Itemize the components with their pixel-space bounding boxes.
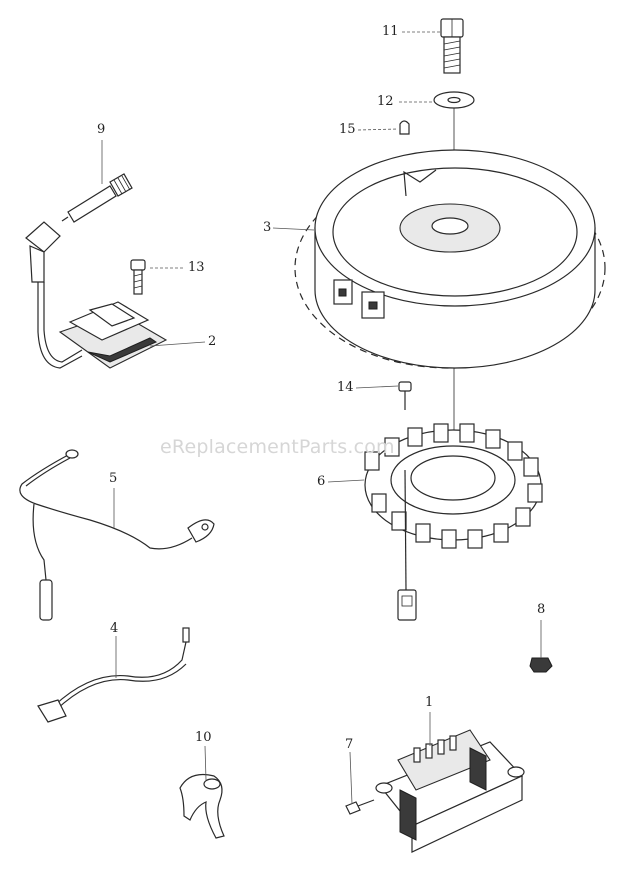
part-15-key — [399, 120, 410, 135]
part-14-screw — [398, 381, 412, 410]
callout-9: 9 — [97, 122, 106, 137]
callout-5: 5 — [109, 471, 118, 486]
part-7-screw — [345, 799, 375, 815]
part-10-clamp — [179, 773, 225, 839]
callout-11: 11 — [382, 24, 399, 39]
callout-14: 14 — [337, 380, 354, 395]
part-5-wire-harness — [19, 449, 215, 621]
part-8-nut — [529, 657, 553, 673]
callout-4: 4 — [110, 621, 119, 636]
callout-8: 8 — [537, 602, 546, 617]
part-1-regulator — [375, 729, 525, 853]
callout-2: 2 — [208, 334, 217, 349]
part-3-flywheel — [294, 149, 606, 369]
callout-3: 3 — [263, 220, 272, 235]
watermark: eReplacementParts.com — [160, 436, 395, 458]
callout-1: 1 — [425, 695, 434, 710]
callout-15: 15 — [339, 122, 356, 137]
part-12-washer — [433, 91, 475, 109]
callout-10: 10 — [195, 730, 212, 745]
part-13-screw — [130, 259, 146, 295]
callout-13: 13 — [188, 260, 205, 275]
callout-7: 7 — [345, 737, 354, 752]
part-9-spark-plug — [61, 173, 133, 223]
callout-6: 6 — [317, 474, 326, 489]
part-6-stator — [364, 423, 543, 621]
callout-12: 12 — [377, 94, 394, 109]
part-4-ground-lead — [37, 627, 190, 723]
part-2-ignition-coil — [25, 221, 168, 369]
leader-lines — [101, 31, 542, 805]
part-11-bolt — [440, 18, 464, 74]
